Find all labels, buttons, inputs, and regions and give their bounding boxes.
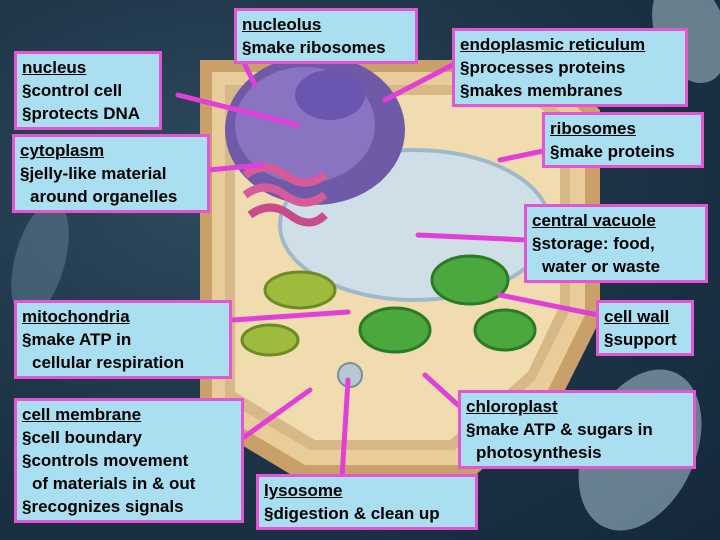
label-cytoplasm: cytoplasm §jelly-like material around or… [12,134,210,213]
membrane-line-3: of materials in & out [22,472,237,495]
cytoplasm-line-1: §jelly-like material [20,162,203,185]
vacuole-title: central vacuole [532,209,701,232]
cellwall-line-1: §support [604,328,687,351]
pointer-lysosome [342,380,348,478]
pointer-er [385,60,462,100]
mitochondria-line-2: cellular respiration [22,351,225,374]
nucleolus-title: nucleolus [242,13,411,36]
label-chloroplast: chloroplast §make ATP & sugars in photos… [458,390,696,469]
pointer-cytoplasm [208,165,262,170]
lysosome-line-1: §digestion & clean up [264,502,471,525]
pointer-membrane [240,390,310,440]
nucleus-line-2: §protects DNA [22,102,155,125]
label-lysosome: lysosome §digestion & clean up [256,474,478,530]
er-line-1: §processes proteins [460,56,681,79]
label-cell-membrane: cell membrane §cell boundary §controls m… [14,398,244,523]
chloroplast-title: chloroplast [466,395,689,418]
pointer-mitochondria [233,312,348,320]
vacuole-line-2: water or waste [532,255,701,278]
pointer-nucleus [178,95,298,125]
ribosomes-line-1: §make proteins [550,140,697,163]
label-endoplasmic-reticulum: endoplasmic reticulum §processes protein… [452,28,688,107]
pointer-cellwall [500,295,598,315]
membrane-title: cell membrane [22,403,237,426]
chloroplast-line-1: §make ATP & sugars in [466,418,689,441]
mitochondria-title: mitochondria [22,305,225,328]
pointer-chloroplast [425,375,458,405]
label-mitochondria: mitochondria §make ATP in cellular respi… [14,300,232,379]
ribosomes-title: ribosomes [550,117,697,140]
membrane-line-2: §controls movement [22,449,237,472]
lysosome-title: lysosome [264,479,471,502]
label-cell-wall: cell wall §support [596,300,694,356]
pointer-vacuole [418,235,527,240]
nucleolus-line-1: §make ribosomes [242,36,411,59]
mitochondria-line-1: §make ATP in [22,328,225,351]
cellwall-title: cell wall [604,305,687,328]
label-nucleolus: nucleolus §make ribosomes [234,8,418,64]
chloroplast-line-2: photosynthesis [466,441,689,464]
cytoplasm-title: cytoplasm [20,139,203,162]
er-line-2: §makes membranes [460,79,681,102]
vacuole-line-1: §storage: food, [532,232,701,255]
label-central-vacuole: central vacuole §storage: food, water or… [524,204,708,283]
er-title: endoplasmic reticulum [460,33,681,56]
label-nucleus: nucleus §control cell §protects DNA [14,51,162,130]
nucleus-line-1: §control cell [22,79,155,102]
cytoplasm-line-2: around organelles [20,185,203,208]
label-ribosomes: ribosomes §make proteins [542,112,704,168]
membrane-line-4: §recognizes signals [22,495,237,518]
nucleus-title: nucleus [22,56,155,79]
membrane-line-1: §cell boundary [22,426,237,449]
pointer-ribosomes [500,150,548,160]
